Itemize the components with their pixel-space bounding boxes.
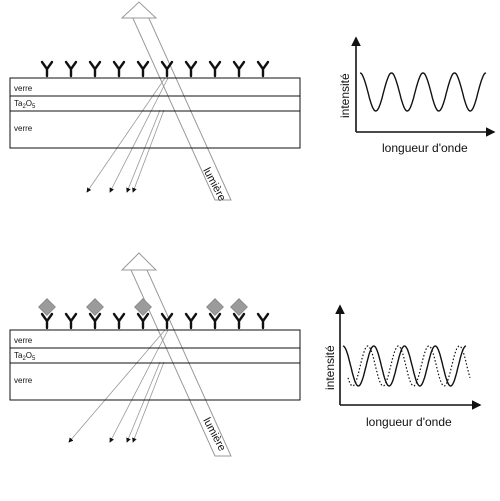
ray-1: [68, 329, 166, 443]
glass-base-layer-bottom: [9, 362, 301, 401]
antibody-row-bottom: [38, 298, 270, 330]
ray-2: [109, 329, 169, 443]
ray-2: [109, 77, 169, 193]
ray-4: [132, 361, 165, 443]
spectrum-curve-solid-bottom: [342, 345, 467, 387]
panel-top: verre Ta2O5 verre lumière intensité long…: [9, 1, 496, 203]
antibody-icon: [208, 312, 222, 330]
antibody-icon: [40, 60, 54, 78]
ray-3: [126, 109, 161, 193]
glass-base-label-bottom: verre: [14, 376, 33, 385]
antibody-icon: [184, 312, 198, 330]
antibody-icon: [136, 312, 150, 330]
antibody-icon: [208, 60, 222, 78]
wavelength-label-top: longueur d'onde: [382, 141, 468, 155]
antibody-icon: [256, 312, 270, 330]
wavelength-label-bottom: longueur d'onde: [366, 415, 452, 429]
light-beam-top: [120, 1, 232, 201]
reflected-rays-top: [86, 77, 169, 193]
spectrum-chart-bottom: intensité longueur d'onde: [323, 304, 482, 429]
oxide-label-bottom: Ta2O5: [14, 351, 36, 362]
glass-label-bottom: verre: [14, 336, 33, 345]
glass-label-top: verre: [14, 84, 33, 93]
antigen-icon: [38, 298, 56, 316]
ray-3: [126, 361, 161, 443]
glass-layer-bottom: [9, 329, 301, 349]
oxide-label-top: Ta2O5: [14, 99, 36, 110]
antigen-icon: [134, 298, 152, 316]
glass-base-layer-top: [9, 110, 301, 149]
antibody-icon: [64, 60, 78, 78]
panel-bottom: verre Ta2O5 verre lumière intensité long…: [9, 252, 482, 457]
spectrum-curve-dotted-bottom: [347, 345, 471, 387]
antibody-icon: [88, 60, 102, 78]
intensity-label-top: intensité: [338, 73, 352, 118]
glass-base-label-top: verre: [14, 124, 33, 133]
antigen-icon: [206, 298, 224, 316]
antibody-icon: [184, 60, 198, 78]
antibody-row-top: [40, 60, 270, 78]
spectrum-chart-top: intensité longueur d'onde: [338, 36, 496, 155]
ray-4: [132, 109, 165, 193]
substrate-top: verre Ta2O5 verre: [9, 77, 301, 149]
antibody-icon: [88, 312, 102, 330]
antibody-icon: [232, 312, 246, 330]
spectrum-curve-top: [359, 72, 487, 112]
antibody-icon: [232, 60, 246, 78]
antibody-icon: [112, 60, 126, 78]
antibody-icon: [160, 60, 174, 78]
antibody-icon: [64, 312, 78, 330]
reflected-rays-bottom: [68, 329, 169, 443]
antigen-icon: [86, 298, 104, 316]
substrate-bottom: verre Ta2O5 verre: [9, 329, 301, 401]
intensity-label-bottom: intensité: [323, 345, 337, 390]
antibody-icon: [112, 312, 126, 330]
antibody-icon: [136, 60, 150, 78]
antigen-icon: [230, 298, 248, 316]
antibody-icon: [40, 312, 54, 330]
ray-1: [86, 77, 166, 193]
antibody-icon: [256, 60, 270, 78]
antibody-icon: [160, 312, 174, 330]
